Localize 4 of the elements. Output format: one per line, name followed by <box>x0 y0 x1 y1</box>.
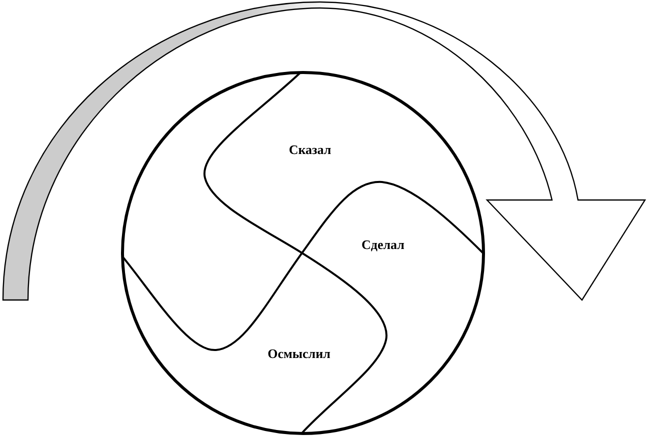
sector-label: Сказал <box>288 142 332 158</box>
divided-circle <box>120 71 486 436</box>
sector-label: Осмыслил <box>268 346 330 362</box>
sector-label: Сделал <box>362 238 404 252</box>
